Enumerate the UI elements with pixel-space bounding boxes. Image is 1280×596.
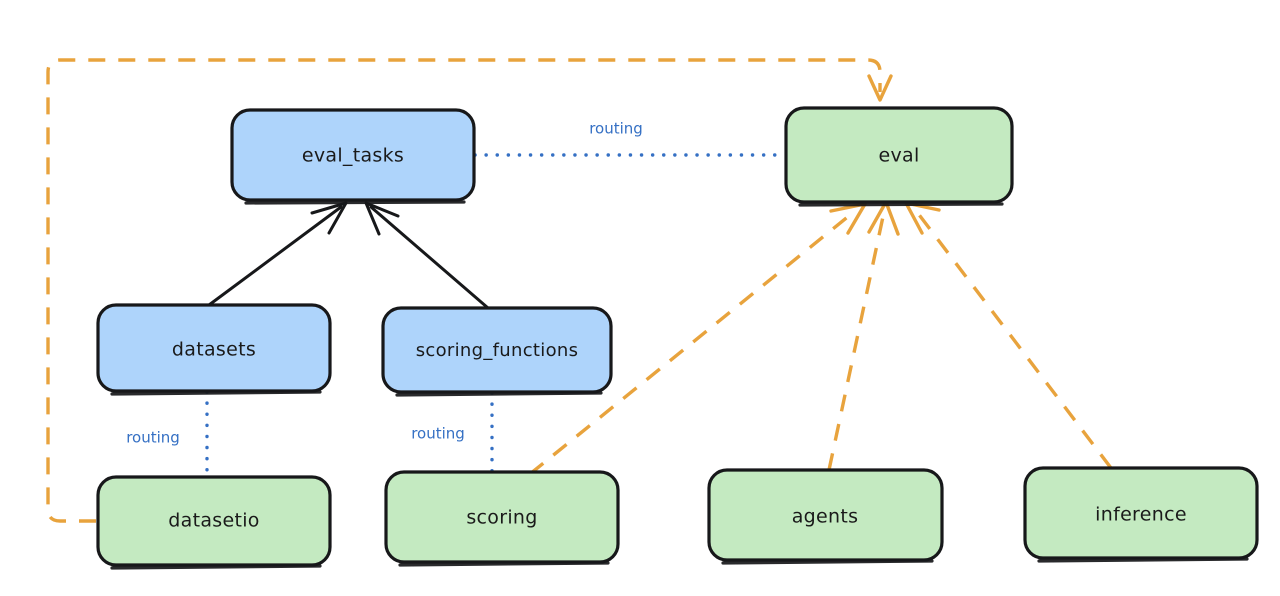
edge-scoring_functions-eval_tasks-path — [369, 205, 490, 310]
node-datasetio-shape — [96, 475, 332, 567]
node-inference-underline — [1037, 557, 1249, 563]
node-scoring-functions-shape — [381, 306, 613, 394]
edge-datasetio-eval — [46, 58, 893, 523]
edge-agents-eval-arrowhead — [867, 200, 900, 236]
node-datasets-label: datasets — [172, 339, 256, 361]
node-datasetio[interactable]: datasetio — [96, 475, 332, 570]
edge-scoring-eval-path — [528, 209, 857, 476]
node-agents-underline — [721, 559, 934, 565]
node-eval-label: eval — [878, 145, 919, 167]
node-scoring-functions[interactable]: scoring_functions — [381, 306, 613, 397]
edge-inference-eval — [904, 201, 1113, 470]
edge-label-eval-routing: routing — [589, 120, 643, 138]
node-scoring-functions-label: scoring_functions — [416, 340, 579, 361]
node-eval-underline — [798, 202, 1004, 207]
node-eval-tasks[interactable]: eval_tasks — [230, 108, 476, 205]
node-inference-shape — [1023, 466, 1259, 560]
node-scoring-underline — [398, 561, 610, 567]
node-layer: eval_tasks eval datasets scoring_functio… — [96, 106, 1259, 570]
edge-label-datasets-routing: routing — [126, 429, 180, 447]
edge-layer — [46, 58, 1113, 523]
node-scoring[interactable]: scoring — [384, 470, 620, 567]
edge-inference-eval-path — [915, 210, 1113, 470]
node-eval-tasks-shape — [230, 108, 476, 202]
edge-agents-eval — [827, 200, 900, 471]
node-eval-tasks-underline — [244, 200, 466, 205]
edge-scoring-eval-arrowhead — [829, 202, 867, 235]
edge-agents-eval-path — [827, 211, 886, 471]
edge-label-layer: routing routing routing — [126, 120, 643, 447]
edge-datasets-eval_tasks — [207, 201, 348, 307]
node-datasetio-label: datasetio — [168, 510, 259, 532]
edge-scoring_functions-eval_tasks — [364, 201, 490, 310]
node-datasets-shape — [96, 303, 332, 393]
node-eval-tasks-label: eval_tasks — [302, 145, 404, 167]
node-eval-shape — [784, 106, 1014, 204]
node-datasets[interactable]: datasets — [96, 303, 332, 396]
node-agents-label: agents — [792, 506, 859, 528]
edge-datasetio-eval-arrowhead — [867, 74, 893, 102]
node-agents-shape — [707, 468, 944, 562]
edge-label-scoring-routing: routing — [411, 425, 465, 443]
node-scoring-shape — [384, 470, 620, 564]
node-inference[interactable]: inference — [1023, 466, 1259, 563]
node-datasets-underline — [110, 390, 322, 396]
node-eval[interactable]: eval — [784, 106, 1014, 207]
node-scoring-label: scoring — [466, 507, 537, 529]
edge-datasets-eval_tasks-path — [207, 205, 343, 307]
node-scoring-functions-underline — [395, 391, 603, 397]
node-agents[interactable]: agents — [707, 468, 944, 565]
node-datasetio-underline — [110, 564, 322, 570]
node-inference-label: inference — [1095, 504, 1187, 526]
edge-datasetio-eval-path — [46, 58, 882, 523]
